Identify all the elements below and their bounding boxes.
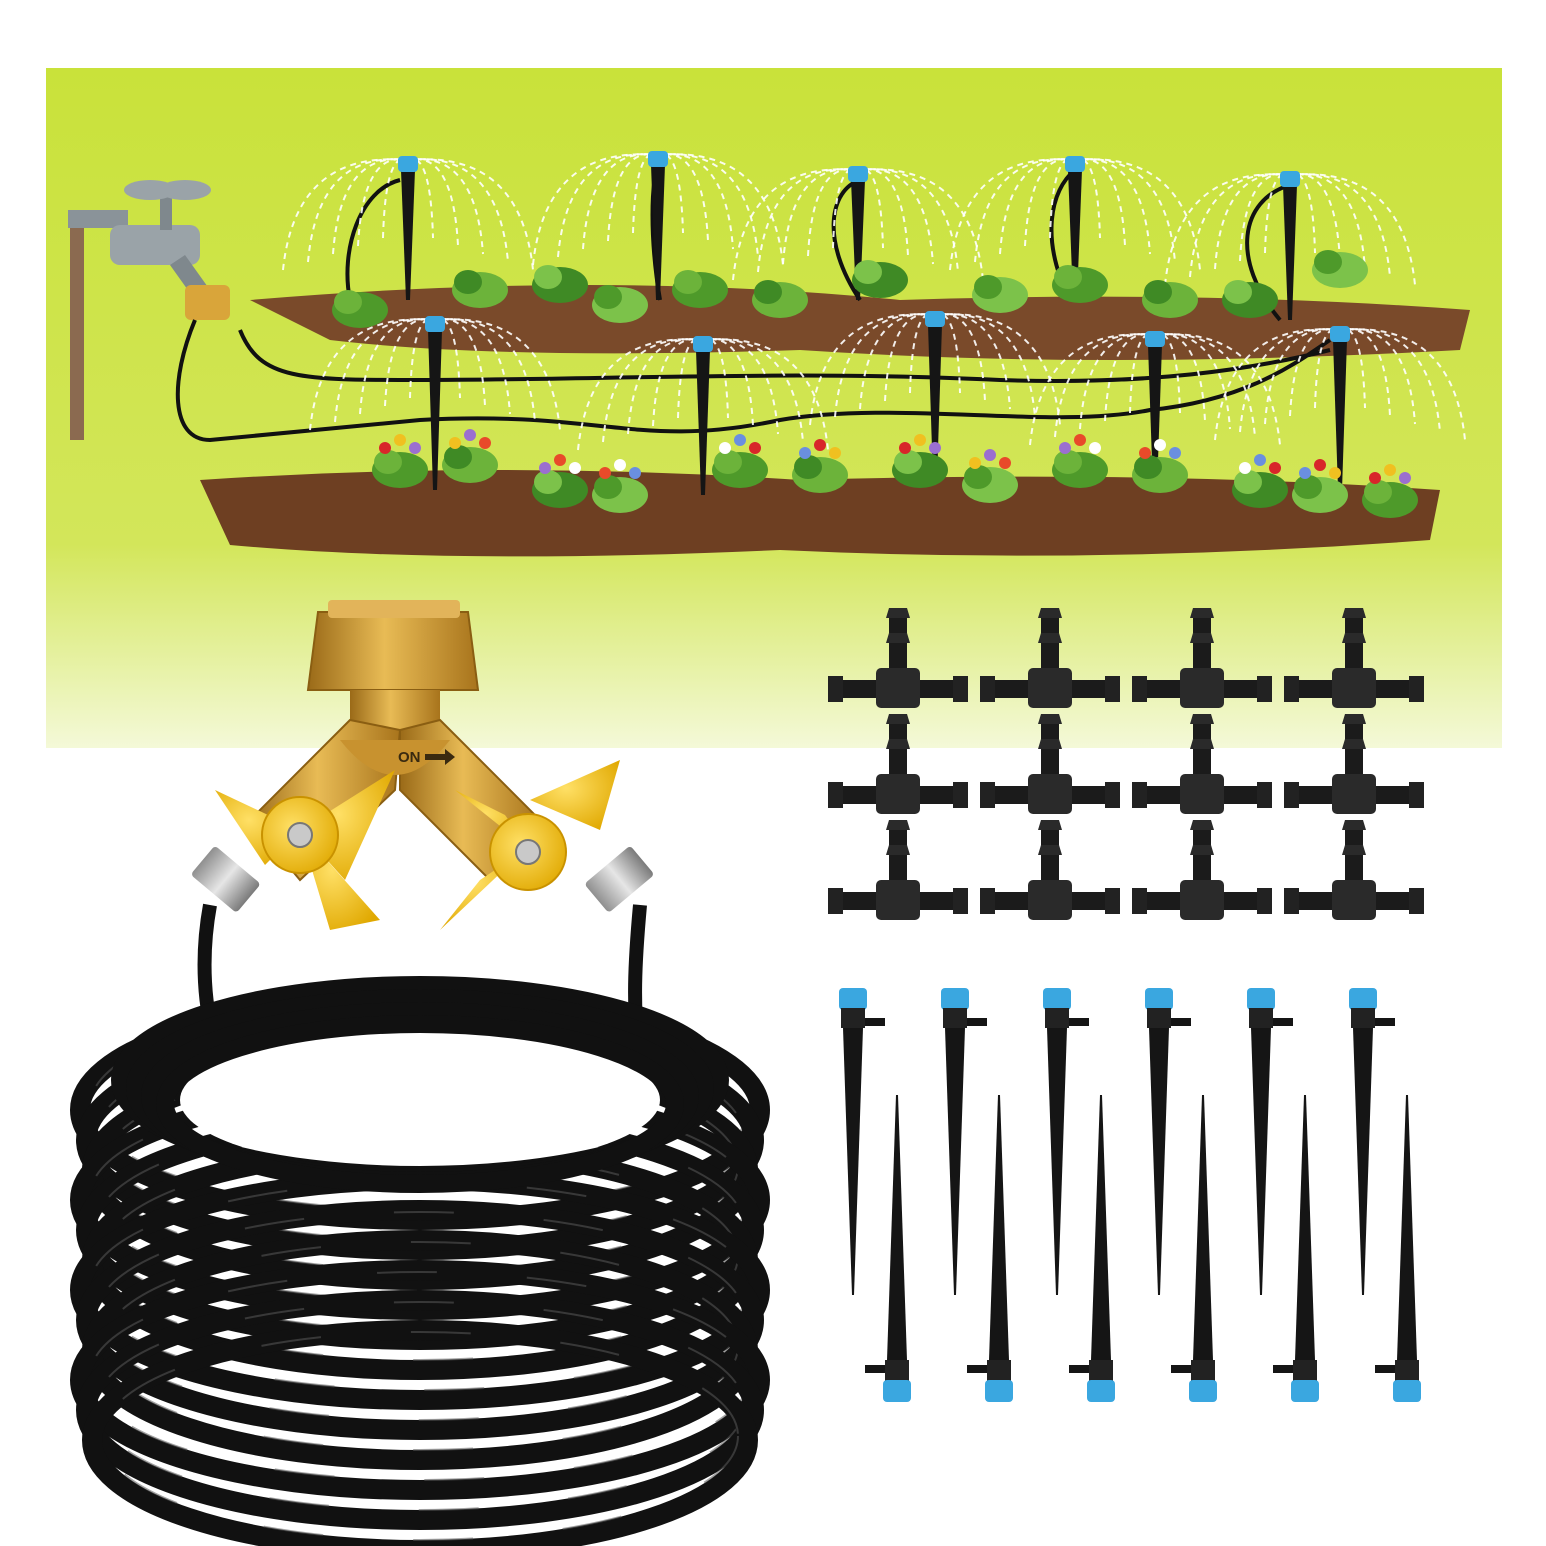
sprinkler-stake bbox=[1145, 988, 1191, 1295]
banner-plant bbox=[592, 285, 648, 323]
soil-bed-front bbox=[200, 470, 1440, 557]
banner-plant bbox=[752, 280, 808, 318]
banner-sprinkler bbox=[577, 336, 829, 495]
banner-plant bbox=[892, 434, 948, 488]
banner-plant bbox=[792, 439, 848, 493]
sprinkler-stake bbox=[1349, 988, 1395, 1295]
tubing-coil bbox=[70, 903, 770, 1546]
banner-plant bbox=[1132, 439, 1188, 493]
banner-plant bbox=[972, 275, 1028, 313]
sprinkler-stake bbox=[1273, 1095, 1319, 1402]
banner-plant bbox=[592, 459, 648, 513]
banner-plant bbox=[852, 260, 908, 298]
brass-y-valve: ON bbox=[192, 600, 653, 930]
tee-connector bbox=[1284, 714, 1424, 814]
banner-plant bbox=[532, 265, 588, 303]
tee-connector bbox=[1284, 820, 1424, 920]
sprinkler-stake bbox=[941, 988, 987, 1295]
tee-connector bbox=[980, 608, 1120, 708]
garden-banner bbox=[46, 68, 1502, 748]
tee-connector bbox=[980, 714, 1120, 814]
tee-connector-grid bbox=[828, 608, 1424, 920]
banner-plant bbox=[1052, 265, 1108, 303]
tee-connector bbox=[828, 608, 968, 708]
banner-sprinkler bbox=[282, 156, 534, 300]
sprinkler-stake bbox=[1043, 988, 1089, 1295]
banner-sprinkler bbox=[309, 316, 561, 490]
banner-sprinkler bbox=[532, 151, 784, 300]
sprinkler-stake bbox=[839, 988, 885, 1295]
left-valve-handle bbox=[215, 770, 395, 930]
banner-plant bbox=[1052, 434, 1108, 488]
tee-connector bbox=[1284, 608, 1424, 708]
banner-sprinkler bbox=[949, 156, 1201, 300]
tee-connector bbox=[828, 714, 968, 814]
banner-sprinkler bbox=[732, 166, 984, 300]
right-outlet-nut bbox=[585, 847, 653, 912]
banner-plant bbox=[1312, 250, 1368, 288]
tubing-loop bbox=[76, 1290, 764, 1530]
banner-plant bbox=[372, 434, 428, 488]
tubing-loop bbox=[76, 1200, 764, 1440]
banner-plant bbox=[332, 290, 388, 328]
garden-faucet bbox=[68, 180, 230, 440]
right-valve-handle bbox=[440, 760, 620, 930]
banner-plant bbox=[532, 454, 588, 508]
tee-connector bbox=[980, 820, 1120, 920]
banner-sprinkler bbox=[1214, 326, 1466, 490]
tee-connector bbox=[1132, 714, 1272, 814]
banner-plant bbox=[452, 270, 508, 308]
banner-plant bbox=[1142, 280, 1198, 318]
banner-plant bbox=[712, 434, 768, 488]
tubing-loop bbox=[82, 1320, 758, 1546]
tubing-loop bbox=[70, 1260, 770, 1500]
tee-connector bbox=[828, 820, 968, 920]
sprinkler-stake bbox=[967, 1095, 1013, 1402]
banner-plant bbox=[962, 449, 1018, 503]
banner-plants bbox=[332, 250, 1418, 518]
banner-sprinklers bbox=[282, 151, 1466, 495]
left-outlet-nut bbox=[192, 847, 260, 912]
banner-sprinkler bbox=[809, 311, 1061, 480]
banner-plant bbox=[1362, 464, 1418, 518]
flow-arrow-icon bbox=[425, 749, 455, 765]
tee-connector bbox=[1132, 820, 1272, 920]
banner-plant bbox=[442, 429, 498, 483]
banner-sprinkler bbox=[1029, 331, 1281, 490]
sprinkler-stake bbox=[1069, 1095, 1115, 1402]
sprinkler-stake bbox=[1375, 1095, 1421, 1402]
sprinkler-stake bbox=[1247, 988, 1293, 1295]
banner-sprinkler bbox=[1164, 171, 1416, 320]
banner-plant bbox=[1232, 454, 1288, 508]
sprinkler-stake-grid bbox=[839, 988, 1421, 1402]
tee-connector bbox=[1132, 608, 1272, 708]
valve-on-label: ON bbox=[398, 749, 421, 766]
sprinkler-stake bbox=[865, 1095, 911, 1402]
banner-plant bbox=[672, 270, 728, 308]
banner-plant bbox=[1222, 280, 1278, 318]
banner-plant bbox=[1292, 459, 1348, 513]
sprinkler-stake bbox=[1171, 1095, 1217, 1402]
